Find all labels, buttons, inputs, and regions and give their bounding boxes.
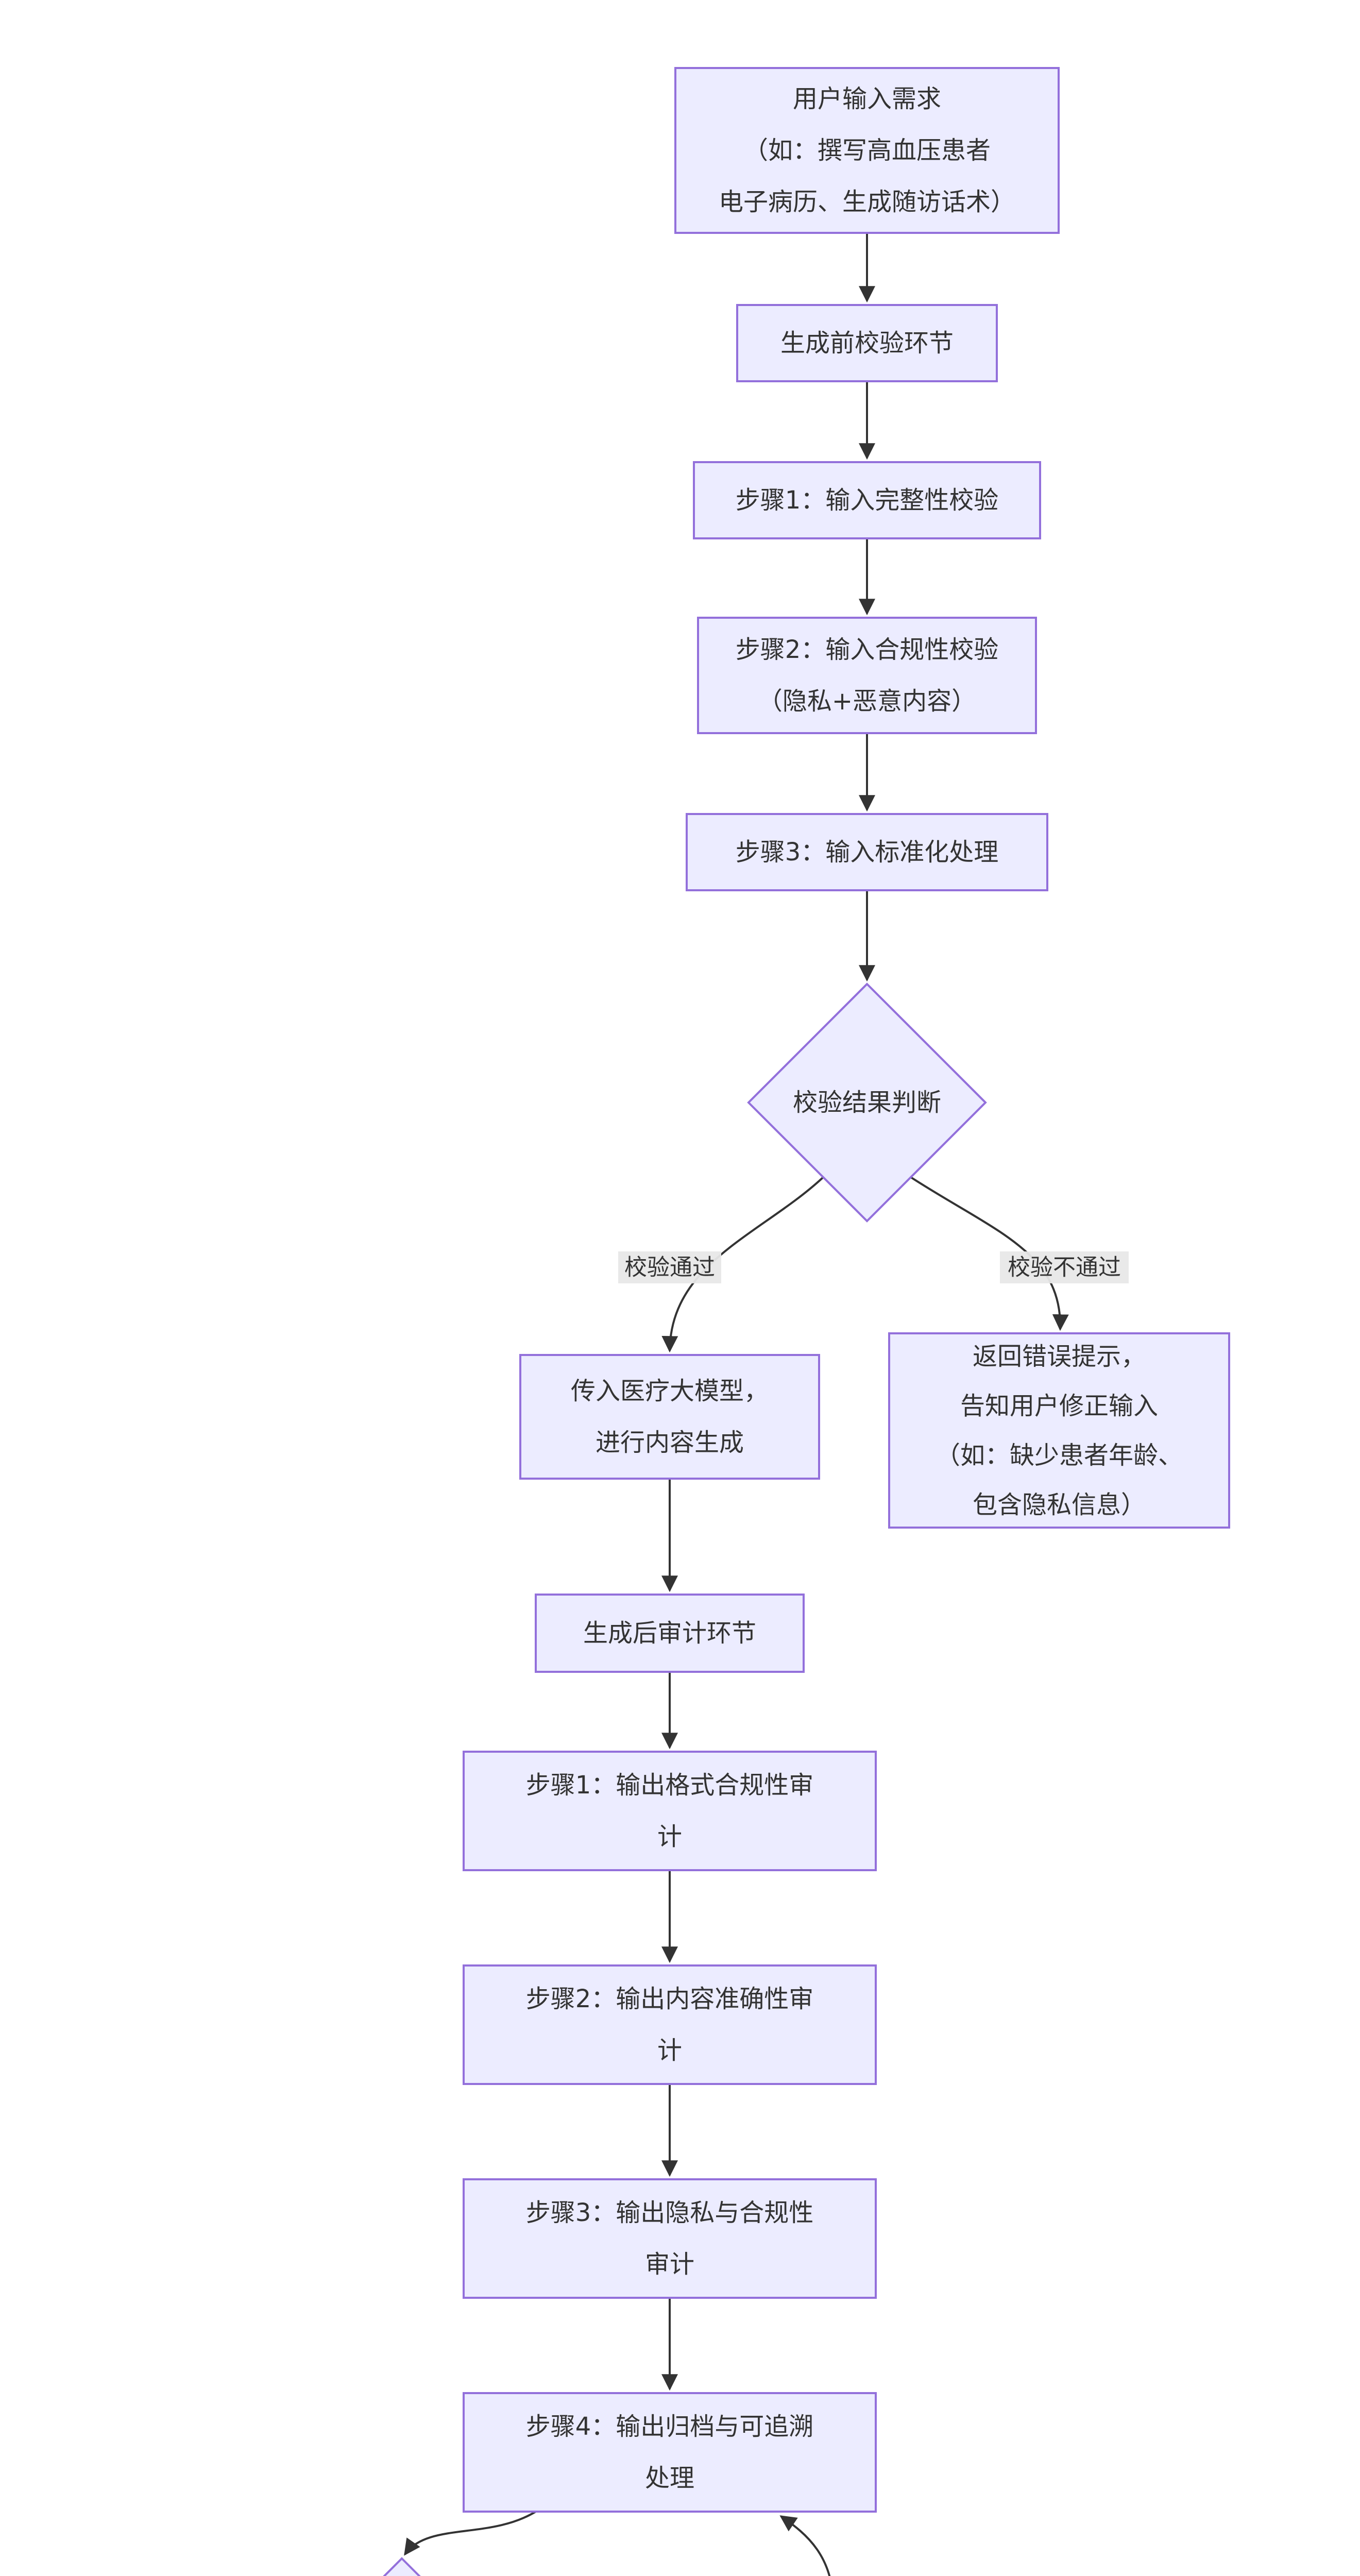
edge-label-check-fail: 校验不通过 [1000,1251,1129,1283]
node-in-step1-text: 步骤1：输入完整性校验 [736,486,999,515]
node-out-step4-shape [463,2392,877,2513]
node-in-step2-shape [697,617,1037,734]
node-out-step4-text-line2: 处理 [645,2464,694,2493]
node-user-input-text-line2: （如：撰写高血压患者 [743,136,991,165]
node-out-step1-text-line2: 计 [657,1822,682,1851]
node-user-input-text-line3: 电子病历、生成随访话术） [719,188,1015,216]
node-post-audit-shape [535,1594,805,1673]
node-pre-check-shape [736,304,998,382]
node-out-step4: 步骤4：输出归档与可追溯 处理 [463,2392,877,2513]
node-pre-check-text: 生成前校验环节 [780,329,954,358]
node-out-step2-text-line1: 步骤2：输出内容准确性审 [526,1985,814,2013]
node-out-step3-text-line1: 步骤3：输出隐私与合规性 [526,2198,814,2227]
node-gen-model-shape [519,1354,820,1480]
node-audit-decision: 审计结果判断 [383,2557,421,2576]
node-out-step2: 步骤2：输出内容准确性审 计 [463,1964,877,2085]
node-in-step3: 步骤3：输入标准化处理 [686,813,1048,891]
edge-out-step4-to-audit-decision [404,2511,537,2556]
node-post-audit-text: 生成后审计环节 [583,1619,756,1648]
edges [404,233,1069,2576]
node-error-return-text-line2: 告知用户修正输入 [960,1392,1158,1420]
node-in-step2: 步骤2：输入合规性校验 （隐私+恶意内容） [697,617,1037,734]
node-out-step3-shape [463,2178,877,2299]
edge-label-check-fail-text: 校验不通过 [1008,1255,1121,1281]
node-post-audit: 生成后审计环节 [535,1594,805,1673]
node-in-step3-shape [686,813,1048,891]
edge-human-fix-loop-to-out-step4 [779,2515,831,2576]
node-check-decision-shape [747,982,987,1223]
node-error-return-text-line3: （如：缺少患者年龄、 [936,1441,1183,1470]
node-gen-model-text-line2: 进行内容生成 [596,1428,744,1457]
node-in-step3-text: 步骤3：输入标准化处理 [736,838,999,867]
node-in-step1: 步骤1：输入完整性校验 [693,461,1041,539]
node-out-step1: 步骤1：输出格式合规性审 计 [463,1751,877,1871]
node-out-step1-shape [463,1751,877,1871]
edge-check-fail [910,1176,1069,1331]
node-out-step3-text-line2: 审计 [645,2250,694,2279]
node-out-step4-text-line1: 步骤4：输出归档与可追溯 [526,2412,814,2441]
node-in-step2-text-line2: （隐私+恶意内容） [758,687,976,716]
node-error-return-text-line1: 返回错误提示， [973,1342,1146,1371]
edge-label-check-pass: 校验通过 [618,1251,721,1283]
node-error-return: 返回错误提示， 告知用户修正输入 （如：缺少患者年龄、 包含隐私信息） [888,1332,1230,1529]
node-gen-model-text-line1: 传入医疗大模型， [571,1377,769,1405]
node-user-input-shape [674,67,1060,234]
node-audit-decision-shape [383,2557,421,2576]
node-out-step2-text-line2: 计 [657,2036,682,2065]
node-gen-model: 传入医疗大模型， 进行内容生成 [519,1354,820,1480]
node-check-decision: 校验结果判断 [747,982,987,1223]
node-out-step3: 步骤3：输出隐私与合规性 审计 [463,2178,877,2299]
edge-label-check-fail-bg [1000,1251,1129,1283]
node-check-decision-text: 校验结果判断 [793,1088,941,1117]
node-in-step1-shape [693,461,1041,539]
edge-check-pass [661,1176,824,1353]
node-out-step2-shape [463,1964,877,2085]
node-user-input: 用户输入需求 （如：撰写高血压患者 电子病历、生成随访话术） [674,67,1060,234]
edge-label-check-pass-text: 校验通过 [624,1255,715,1281]
node-in-step2-text-line1: 步骤2：输入合规性校验 [736,635,999,664]
node-user-input-text-line1: 用户输入需求 [793,84,941,113]
node-out-step1-text-line1: 步骤1：输出格式合规性审 [526,1771,814,1800]
node-error-return-text-line4: 包含隐私信息） [973,1490,1146,1519]
node-error-return-shape [888,1332,1230,1529]
node-pre-check: 生成前校验环节 [736,304,998,382]
edge-label-check-pass-bg [618,1251,721,1283]
